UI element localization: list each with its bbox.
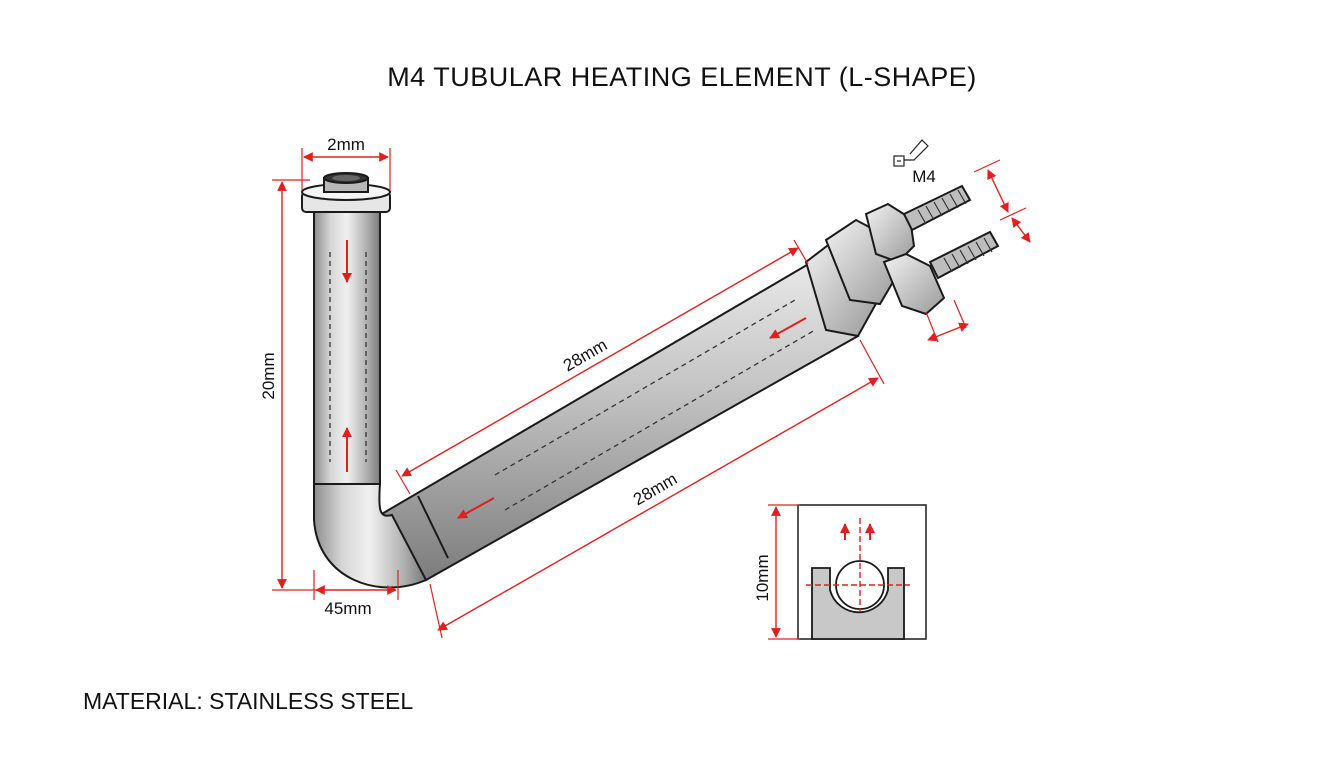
terminal-nuts [804,202,946,338]
drawing-title: M4 TUBULAR HEATING ELEMENT (L-SHAPE) [387,62,977,92]
thread-label: M4 [912,167,936,186]
thread-tool-icon [893,139,929,167]
cross-section-view: 10mm [753,504,927,640]
dim-bottom-width-label: 45mm [324,599,371,618]
dim-vertical-height: 20mm [259,179,316,591]
top-cap [301,172,391,213]
diagonal-arm [378,260,860,582]
material-note: MATERIAL: STAINLESS STEEL [83,688,413,714]
dim-top-width-label: 2mm [327,135,365,154]
dim-diagonal-lower-label: 28mm [630,469,680,509]
section-profile [811,567,905,640]
dim-vertical-label: 20mm [259,352,278,399]
threaded-studs [902,184,1000,280]
dim-top-width: 2mm [301,135,391,190]
dim-thread-spacing [925,159,1031,343]
dim-diagonal-upper-label: 28mm [560,335,610,375]
dim-bottom-width: 45mm [313,570,399,618]
tube-bend [313,483,428,589]
thread-callout: M4 [893,139,936,186]
section-height-label: 10mm [753,554,772,601]
